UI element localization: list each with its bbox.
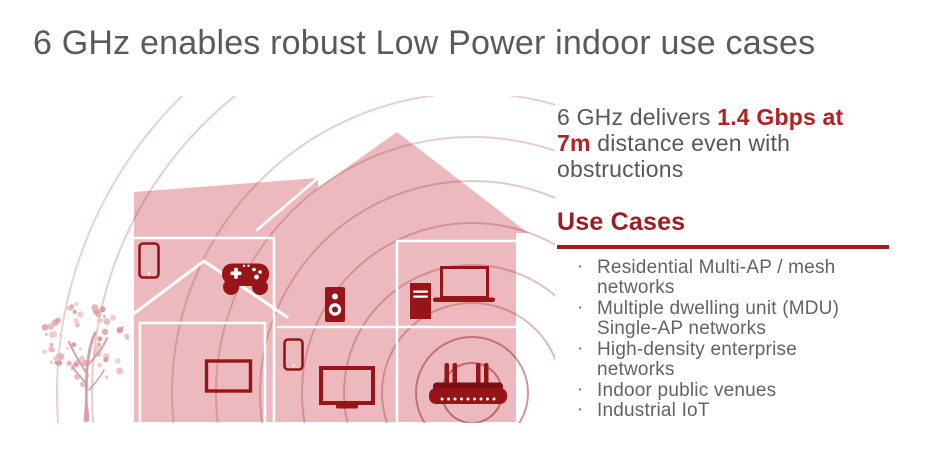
game-controller-icon bbox=[222, 263, 269, 295]
wifi-router-icon bbox=[429, 363, 507, 404]
use-cases-heading: Use Cases bbox=[557, 208, 686, 236]
use-case-list: · Residential Multi-AP / mesh networks · Mu… bbox=[557, 255, 847, 422]
laptop-icon bbox=[433, 266, 495, 302]
tree-foliage bbox=[41, 302, 130, 389]
bullet-dot: · bbox=[577, 337, 584, 359]
intro-text: 6 GHz delivers 1.4 Gbps at 7m distance e… bbox=[557, 104, 879, 182]
intro-pre: 6 GHz delivers bbox=[557, 104, 718, 130]
use-cases-section: Use Cases · Residential Multi-AP / mesh n… bbox=[557, 208, 909, 422]
use-case-item: · Indoor public venues bbox=[557, 378, 847, 402]
tv-icon bbox=[204, 359, 253, 393]
intro-highlight: 1.4 Gbps at 7m bbox=[557, 104, 844, 156]
use-case-label: Residential Multi-AP / mesh networks bbox=[597, 256, 836, 298]
use-case-label: Multiple dwelling unit (MDU) Single-AP n… bbox=[597, 297, 840, 339]
use-case-item: · Residential Multi-AP / mesh networks bbox=[557, 255, 847, 299]
room-lines bbox=[118, 176, 517, 423]
intro-post: distance even with obstructions bbox=[557, 130, 791, 182]
router-led-row bbox=[440, 397, 496, 401]
use-case-item: · Multiple dwelling unit (MDU) Single-AP … bbox=[557, 296, 847, 340]
bullet-dot: · bbox=[577, 255, 584, 277]
use-case-item: · Industrial IoT bbox=[557, 399, 847, 422]
bullet-dot: · bbox=[577, 399, 584, 420]
speaker-icon bbox=[325, 287, 345, 322]
house-body bbox=[134, 132, 528, 422]
wifi-signal-arcs bbox=[56, 96, 555, 423]
bullet-dot: · bbox=[577, 378, 584, 400]
tv-icon bbox=[319, 366, 375, 409]
tree-icon bbox=[41, 302, 130, 423]
smartphone-icon bbox=[283, 338, 304, 371]
smartphone-icon bbox=[138, 242, 160, 279]
bullet-dot: · bbox=[577, 296, 584, 318]
use-case-item: · High-density enterprise networks bbox=[557, 337, 847, 381]
red-divider bbox=[557, 244, 889, 249]
intro-block: 6 GHz delivers 1.4 Gbps at 7m distance e… bbox=[557, 104, 909, 182]
page-title: 6 GHz enables robust Low Power indoor us… bbox=[33, 24, 816, 62]
use-case-label: Indoor public venues bbox=[597, 379, 777, 401]
use-case-label: High-density enterprise networks bbox=[597, 338, 797, 380]
use-case-label: Industrial IoT bbox=[597, 400, 710, 421]
desktop-tower-icon bbox=[410, 283, 431, 319]
